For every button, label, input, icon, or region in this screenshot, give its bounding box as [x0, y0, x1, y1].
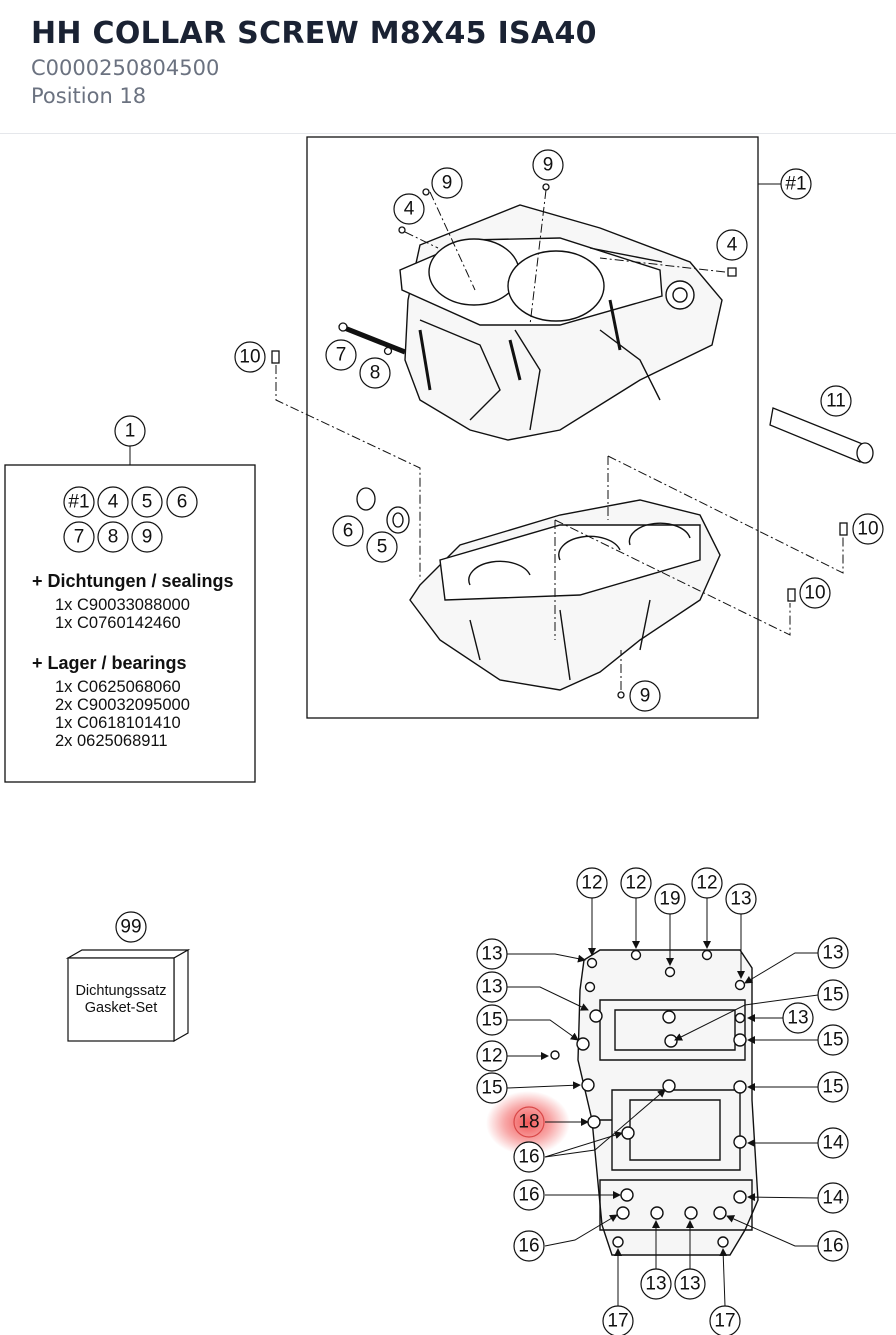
bearings-heading: + Lager / bearings	[32, 653, 187, 673]
kit-chip: #1	[68, 492, 89, 513]
callout-13: 13	[481, 944, 502, 965]
callout-11: 11	[826, 391, 846, 412]
bearing-item: 1x C0618101410	[55, 714, 181, 732]
bearing-item: 2x C90032095000	[55, 696, 190, 714]
highlight-glow	[486, 1091, 570, 1155]
callout-9: 9	[640, 686, 651, 707]
callout-13: 13	[481, 977, 502, 998]
callout-13: 13	[730, 889, 751, 910]
callout-15: 15	[481, 1078, 502, 1099]
callout-5: 5	[377, 537, 388, 558]
bottom-case-drawing	[577, 949, 759, 1256]
kit-chip: 8	[108, 527, 119, 548]
upper-crankcase-drawing	[399, 204, 723, 441]
callout-18-label[interactable]: 18	[518, 1112, 539, 1133]
sealing-item: 1x C90033088000	[55, 596, 190, 614]
callout-10: 10	[857, 519, 878, 540]
callout-16: 16	[518, 1236, 539, 1257]
callout-9: 9	[543, 155, 554, 176]
callout-16: 16	[518, 1185, 539, 1206]
callout-13: 13	[822, 943, 843, 964]
callout-99: 99	[120, 917, 141, 938]
callout-4: 4	[727, 235, 738, 256]
callout-12: 12	[625, 873, 646, 894]
gasket-set-label-de: Dichtungssatz	[75, 983, 166, 999]
sealings-heading: + Dichtungen / sealings	[32, 571, 234, 591]
kit-chip: 7	[74, 527, 85, 548]
crankcase-frame	[306, 136, 781, 719]
callout-6: 6	[343, 521, 354, 542]
bottom-case-bolts	[550, 949, 747, 1248]
bearing-item: 1x C0625068060	[55, 678, 181, 696]
callout-15: 15	[822, 1030, 843, 1051]
callouts-lower	[476, 867, 849, 1335]
callout-10: 10	[804, 583, 825, 604]
assembly-lines	[275, 189, 844, 690]
kit-chip: 4	[108, 492, 119, 513]
callout-16: 16	[518, 1147, 539, 1168]
gasket-set: 99 Dichtungssatz Gasket-Set	[65, 911, 191, 1043]
callout-16: 16	[822, 1236, 843, 1257]
kit-chip: 6	[177, 492, 188, 513]
callout-14: 14	[822, 1133, 844, 1154]
callout-15: 15	[822, 1077, 843, 1098]
sealing-item: 1x C0760142460	[55, 614, 181, 632]
kit-chip: 5	[142, 492, 153, 513]
callout-15: 15	[822, 985, 843, 1006]
callout-labels-lower: 12 12 19 12 13 13 13 13 15 13 15 15 12 1…	[481, 873, 844, 1332]
position-label: Position 18	[31, 84, 147, 108]
callout-13: 13	[787, 1008, 808, 1029]
callout-13: 13	[679, 1274, 700, 1295]
callout-4: 4	[404, 199, 415, 220]
lower-crankcase-drawing	[409, 499, 721, 691]
callouts-upper	[234, 149, 884, 712]
callout-labels-upper: 9 9 #1 4 4 10 7 8 11 6 5 10 10 9	[239, 155, 878, 707]
callout-17: 17	[714, 1311, 735, 1332]
callout-15: 15	[481, 1010, 502, 1031]
callout-19: 19	[659, 889, 680, 910]
leader-lines	[506, 898, 819, 1307]
gasket-set-label-en: Gasket-Set	[85, 1000, 158, 1016]
callout-8: 8	[370, 363, 381, 384]
bearing-item: 2x 0625068911	[55, 732, 168, 750]
callout-12: 12	[581, 873, 602, 894]
kit-chip: 9	[142, 527, 153, 548]
part-number: C0000250804500	[31, 56, 220, 80]
kit-box: 1 #1 4 5 6 7 8 9 + Dichtungen / sealings…	[4, 415, 256, 783]
callout-13: 13	[645, 1274, 666, 1295]
callout-10: 10	[239, 347, 260, 368]
callout-12: 12	[481, 1046, 502, 1067]
callout-18-highlighted[interactable]	[513, 1106, 545, 1138]
callout-7: 7	[336, 345, 347, 366]
loose-parts	[271, 183, 874, 699]
callout-9: 9	[442, 173, 453, 194]
kit-number: 1	[125, 421, 136, 442]
callout-assembly-1: #1	[785, 174, 806, 195]
callout-14: 14	[822, 1188, 844, 1209]
page-header: HH COLLAR SCREW M8X45 ISA40 C00002508045…	[0, 0, 896, 134]
callout-17: 17	[607, 1311, 628, 1332]
page-title: HH COLLAR SCREW M8X45 ISA40	[31, 16, 597, 51]
callout-12: 12	[696, 873, 717, 894]
